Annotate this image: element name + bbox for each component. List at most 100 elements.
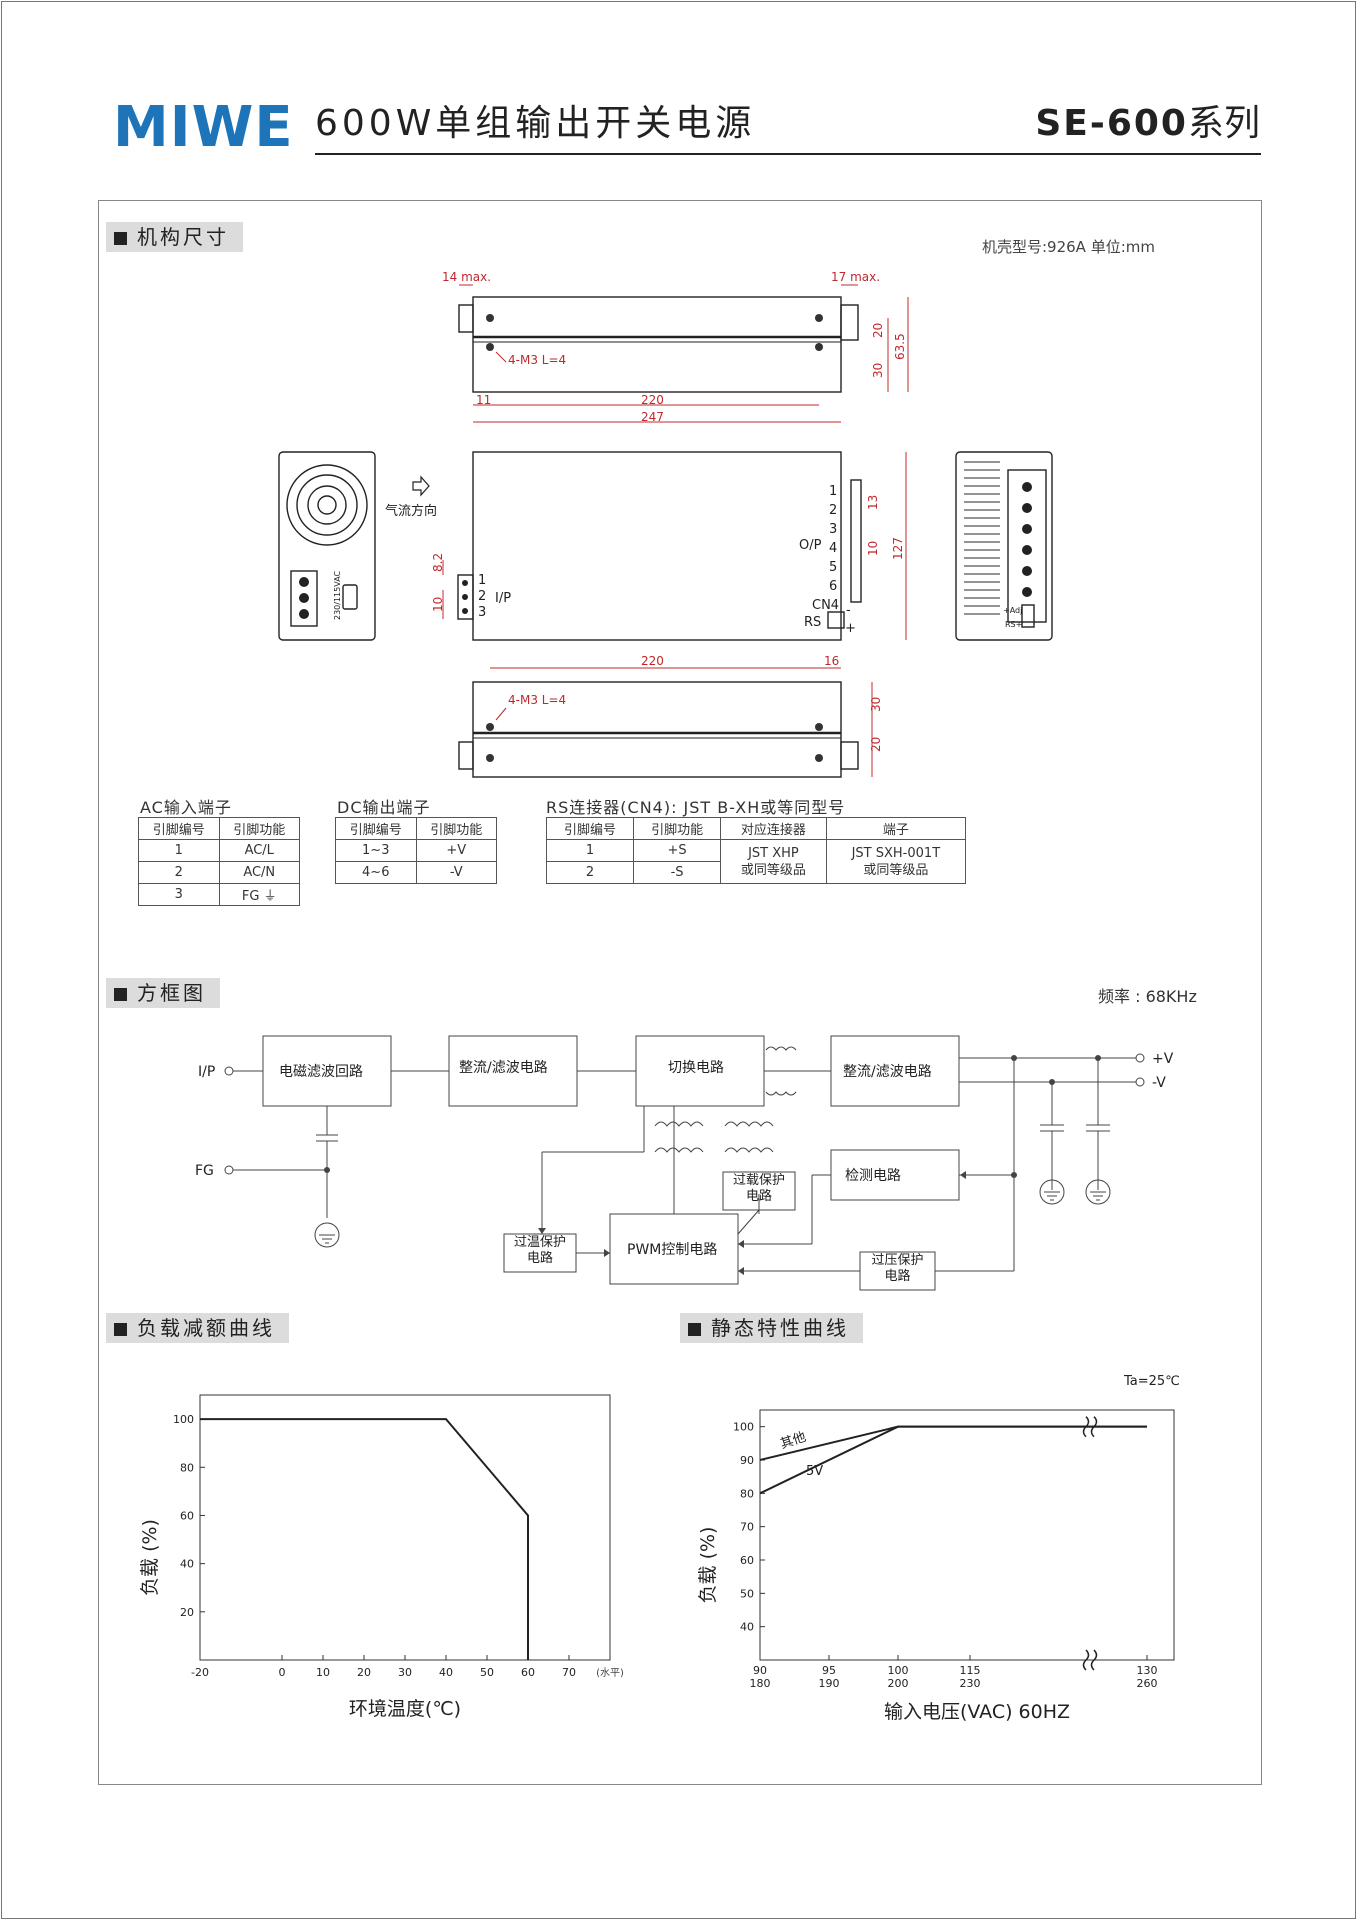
rs-th-3: 对应连接器 [720,817,827,840]
dim-20: 20 [871,323,885,338]
brand-logo: MIWE [113,95,294,160]
op-pin-2: 2 [829,503,837,518]
block-diagram: I/P FG +V -V 电磁滤波回路 整流/滤波电路 切换电路 整流/滤波电路… [195,1035,1174,1291]
ac-th-1: 引脚编号 [138,817,220,840]
op-pin-5: 5 [829,560,837,575]
content-frame [98,200,1262,1785]
op-pin-1: 1 [829,484,837,499]
cell: AC/L [218,839,300,862]
dim-13: 13 [866,495,880,510]
x-tick-label: 100 [888,1664,909,1677]
section-static: 静态特性曲线 [680,1313,863,1343]
block-otp-wrap: 过温保护电路 [513,1235,566,1266]
dc-pin-table: 引脚编号引脚功能 1~3+V 4~6-V [335,817,497,884]
series-suffix: 系列 [1187,103,1260,144]
dim-left-max: 14 max. [442,270,491,284]
section-derating: 负载减额曲线 [106,1313,289,1343]
page-title: 600W单组输出开关电源 [315,103,756,144]
block-ovp: 过压保护电路 [871,1253,924,1284]
block-emi: 电磁滤波回路 [279,1064,363,1080]
y-axis-label: 负载 (%) [139,1519,161,1596]
cell: 1 [138,839,220,862]
ip-pin-3: 3 [478,605,486,620]
ac-table-caption: AC输入端子 [140,798,232,817]
block-ip-label: I/P [198,1064,215,1080]
op-label: O/P [799,538,822,553]
cell: JST XHP 或同等级品 [720,839,827,884]
block-otp: 过温保护电路 [513,1235,566,1266]
cell: JST SXH-001T 或同等级品 [825,839,967,884]
cell: 1~3 [335,839,417,862]
y-tick-label: 60 [180,1509,194,1522]
block-fg-label: FG [195,1163,214,1179]
x-axis-label: 环境温度(℃) [349,1698,461,1720]
dim-63-5: 63.5 [893,333,907,360]
op-pin-4: 4 [829,541,837,556]
block-rect2: 整流/滤波电路 [843,1064,932,1080]
section-block: 方框图 [106,978,220,1008]
x-tick-label: 30 [398,1666,412,1679]
block-out-neg: -V [1152,1075,1166,1091]
section-mechanical: 机构尺寸 [106,222,243,252]
rs-pin-label: RS+ [1005,620,1022,629]
mechanical-drawing: 14 max. 17 max. 4-M3 L=4 11 220 247 220 … [278,270,1053,778]
rs-minus: - [846,603,851,618]
y-tick-label: 40 [740,1621,754,1634]
rs-plus: + [845,621,856,636]
x-tick-label-2: 230 [960,1677,981,1690]
dim-16: 16 [824,654,839,668]
x-tick-label-2: 200 [888,1677,909,1690]
ta-label: Ta=25℃ [1123,1374,1180,1389]
y-tick-label: 50 [740,1587,754,1600]
block-olp-wrap: 过载保护电路 [732,1173,785,1204]
dim-8-2: 8.2 [431,553,445,572]
dim-10: 10 [431,597,445,612]
rs-table-caption: RS连接器(CN4): JST B-XH或等同型号 [546,798,846,817]
ip-pin-2: 2 [478,589,486,604]
frequency-note: 频率 : 68KHz [1098,987,1197,1006]
y-tick-label: 100 [733,1421,754,1434]
y-tick-label: 80 [740,1487,754,1500]
ip-pin-1: 1 [478,573,486,588]
x-tick-label: 0 [279,1666,286,1679]
section-mechanical-title: 机构尺寸 [137,225,229,249]
table-row: 1~3+V [335,839,497,862]
y-tick-label: 40 [180,1558,194,1571]
header-rule [315,153,1261,155]
dim-247: 247 [641,410,664,424]
dim-30: 30 [871,363,885,378]
cell: 2 [138,861,220,884]
axis-break-icon [1082,1649,1098,1671]
block-rect1: 整流/滤波电路 [459,1060,548,1076]
dim-127: 127 [891,537,905,560]
cn4-label: CN4 [812,598,839,613]
airflow-label: 气流方向 [385,503,437,519]
series-label: SE-600系列 [1035,106,1260,142]
ip-label: I/P [495,591,511,606]
x-axis-label: 输入电压(VAC) 60HZ [884,1701,1070,1723]
dc-table-caption: DC输出端子 [337,798,431,817]
x-tick-label: 40 [439,1666,453,1679]
y-axis-label: 负载 (%) [697,1527,719,1604]
dim-screw-top: 4-M3 L=4 [508,353,566,367]
x-tick-label-2: 180 [750,1677,771,1690]
cell: 1 [545,839,635,862]
airflow-arrow-icon [412,475,430,497]
cell: +V [415,839,497,862]
derating-curve [200,1418,529,1660]
block-out-pos: +V [1152,1051,1174,1067]
x-tick-label: 90 [753,1664,767,1677]
rs-th-4: 端子 [825,817,967,840]
x-tick-label: 50 [480,1666,494,1679]
rs-th-1: 引脚编号 [545,817,635,840]
plot-frame [199,1394,611,1661]
dim-right-max: 17 max. [831,270,880,284]
x-tick-label: 10 [316,1666,330,1679]
block-olp: 过载保护电路 [732,1173,785,1204]
case-note: 机壳型号:926A 单位:mm [982,238,1155,256]
ac-rating-label: 230/115VAC [333,570,342,620]
static-curve-2 [759,1425,1147,1495]
